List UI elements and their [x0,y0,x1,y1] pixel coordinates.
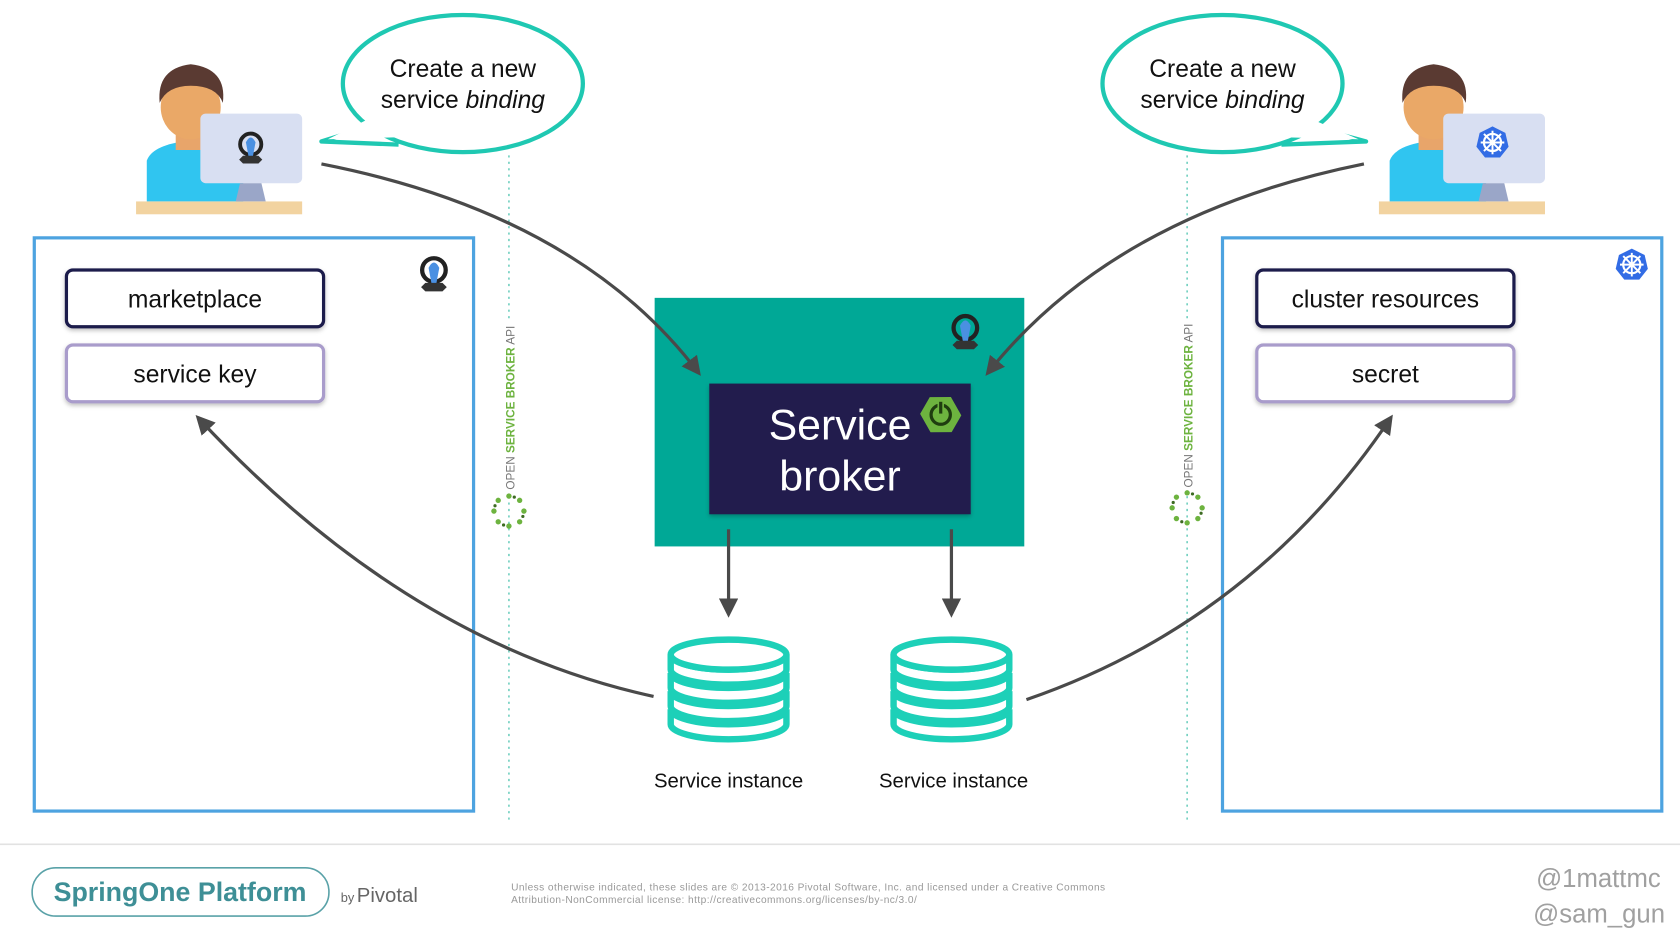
service-broker: Service broker [654,297,1025,547]
cloud-foundry-icon [421,258,447,291]
kubernetes-icon [1614,247,1649,281]
left-developer-illustration [136,64,303,215]
database-icon [894,640,1010,740]
svg-text:Pivotal: Pivotal [357,885,418,907]
svg-text:cluster resources: cluster resources [1292,287,1480,314]
service-instance-2: Service instance [879,640,1028,793]
secret-item[interactable]: secret [1255,343,1516,404]
arrow-instance-to-service-key [195,415,654,698]
svg-text:Service instance: Service instance [879,771,1028,793]
svg-text:OPEN SERVICE BROKER API: OPEN SERVICE BROKER API [1183,324,1196,488]
flow-arrows [195,162,1393,702]
license-text-line2: Attribution-NonCommercial license: http:… [511,895,917,906]
marketplace-item[interactable]: marketplace [64,268,326,329]
cloud-foundry-icon [237,131,265,166]
twitter-handle: @1mattmc [1536,865,1661,893]
bubble-line1: Create a new [390,56,537,83]
svg-text:service key: service key [133,362,257,389]
arrow-instance-to-secret [1025,414,1393,702]
bubble-line2: service binding [381,87,546,114]
osb-icon [953,316,979,349]
right-speech-bubble: Create a new service binding [1100,12,1369,155]
kubernetes-panel: cluster resources secret [1220,236,1664,813]
broker-title-line2: broker [779,453,900,501]
license-text-line1: Unless otherwise indicated, these slides… [511,882,1106,893]
database-icon [671,640,787,740]
cluster-resources-item[interactable]: cluster resources [1255,268,1516,329]
arrow-right-user-to-broker [985,162,1365,376]
twitter-handle: @sam_gun [1533,901,1665,929]
svg-text:by: by [341,890,355,905]
springone-logo: SpringOne Platform by Pivotal [31,867,418,917]
service-key-item[interactable]: service key [64,343,326,404]
cloud-foundry-panel: marketplace service key [32,236,476,813]
spring-power-icon [920,397,962,433]
svg-text:Service instance: Service instance [654,771,803,793]
osb-api-label-left: OPEN SERVICE BROKER API [491,321,527,529]
service-instance-1: Service instance [654,640,803,793]
svg-text:SpringOne Platform: SpringOne Platform [54,877,307,907]
svg-text:secret: secret [1352,362,1419,389]
svg-text:marketplace: marketplace [128,287,262,314]
arrow-left-user-to-broker [321,162,701,376]
svg-text:OPEN SERVICE BROKER API: OPEN SERVICE BROKER API [504,326,517,490]
bubble-line1: Create a new [1149,56,1296,83]
left-speech-bubble: Create a new service binding [319,12,585,155]
right-developer-illustration [1378,64,1545,215]
osb-api-label-right: OPEN SERVICE BROKER API [1169,321,1205,526]
osb-logo-icon [1169,490,1205,526]
bubble-line2: service binding [1140,87,1305,114]
broker-title-line1: Service [769,401,912,449]
